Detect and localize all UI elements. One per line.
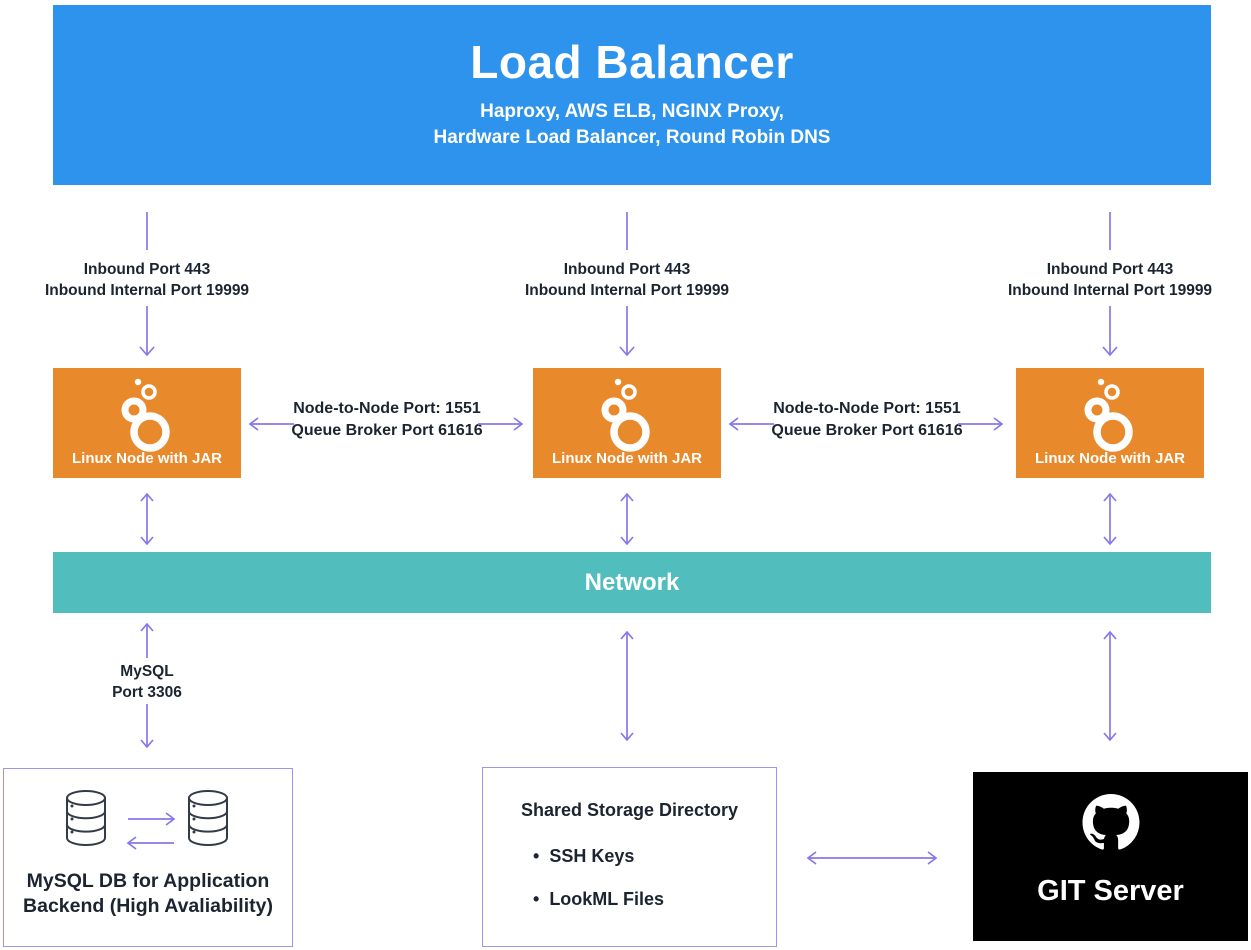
linux-node-box-2: Linux Node with JAR — [533, 368, 721, 478]
shared-storage-item-ssh-keys: SSH Keys — [533, 846, 634, 867]
mysql-db-box: MySQL DB for Application Backend (High A… — [3, 768, 293, 947]
linux-node-box-3: Linux Node with JAR — [1016, 368, 1204, 478]
lb-to-node2-arrow — [617, 306, 637, 358]
load-balancer-box: Load Balancer Haproxy, AWS ELB, NGINX Pr… — [53, 5, 1211, 185]
node-link-arrow-right-2 — [958, 416, 1004, 432]
database-cylinder-icon — [63, 789, 109, 854]
lb-to-node1-line — [139, 212, 155, 250]
node-link-arrow-right-1 — [478, 416, 524, 432]
node-link-label-1: Node-to-Node Port: 1551 Queue Broker Por… — [287, 398, 487, 441]
network-to-mysql-up-arrow — [137, 622, 157, 658]
shared-storage-box: Shared Storage Directory SSH Keys LookML… — [482, 767, 777, 947]
linux-node-label-1: Linux Node with JAR — [72, 450, 222, 467]
network-git-arrow — [1100, 630, 1120, 742]
load-balancer-subtitle: Haproxy, AWS ELB, NGINX Proxy, Hardware … — [53, 99, 1211, 150]
shared-storage-title: Shared Storage Directory — [520, 800, 739, 820]
db-sync-right-arrow — [126, 811, 176, 827]
node-link-label-2: Node-to-Node Port: 1551 Queue Broker Por… — [767, 398, 967, 441]
network-label: Network — [584, 568, 680, 596]
mysql-db-label: MySQL DB for Application Backend (High A… — [4, 869, 292, 920]
network-to-mysql-down-arrow — [137, 704, 157, 750]
looker-bubbles-icon — [597, 374, 657, 459]
inbound-ports-label-1-line1: Inbound Port 443 — [83, 261, 211, 278]
load-balancer-title: Load Balancer — [470, 36, 794, 88]
node1-network-arrow — [137, 492, 157, 546]
inbound-ports-label-2-line2: Inbound Internal Port 19999 — [524, 281, 730, 299]
mysql-port-label-line2: Port 3306 — [112, 683, 182, 701]
inbound-ports-label-1-line2: Inbound Internal Port 19999 — [44, 281, 250, 299]
node-link-arrow-left-2 — [728, 416, 774, 432]
storage-git-arrow — [806, 850, 938, 866]
git-server-box: GIT Server — [973, 772, 1248, 941]
node-link-label-2-line1: Node-to-Node Port: 1551 — [773, 400, 961, 417]
node-link-label-1-line2: Queue Broker Port 61616 — [291, 421, 483, 439]
inbound-ports-label-2-line1: Inbound Port 443 — [563, 261, 691, 278]
git-server-label: GIT Server — [1037, 875, 1184, 907]
looker-bubbles-icon — [1080, 374, 1140, 459]
looker-bubbles-icon — [117, 374, 177, 459]
db-sync-left-arrow — [126, 835, 176, 851]
mysql-db-label-line2: Backend (High Avaliability) — [23, 895, 273, 918]
lb-to-node3-arrow — [1100, 306, 1120, 358]
node3-network-arrow — [1100, 492, 1120, 546]
node-link-arrow-left-1 — [248, 416, 294, 432]
load-balancer-subtitle-line1: Haproxy, AWS ELB, NGINX Proxy, — [480, 101, 784, 122]
node-link-label-2-line2: Queue Broker Port 61616 — [771, 421, 963, 439]
database-cylinder-icon — [185, 789, 231, 854]
mysql-port-label-line1: MySQL — [120, 663, 174, 680]
load-balancer-subtitle-line2: Hardware Load Balancer, Round Robin DNS — [433, 126, 831, 148]
lb-to-node1-arrow — [137, 306, 157, 358]
shared-storage-item-lookml-files: LookML Files — [533, 889, 664, 910]
github-octocat-icon — [1082, 794, 1140, 856]
node2-network-arrow — [617, 492, 637, 546]
inbound-ports-label-3-line1: Inbound Port 443 — [1046, 261, 1174, 278]
mysql-port-label: MySQL Port 3306 — [67, 662, 227, 704]
linux-node-label-2: Linux Node with JAR — [552, 450, 702, 467]
inbound-ports-label-3: Inbound Port 443 Inbound Internal Port 1… — [980, 260, 1240, 302]
inbound-ports-label-1: Inbound Port 443 Inbound Internal Port 1… — [17, 260, 277, 302]
inbound-ports-label-2: Inbound Port 443 Inbound Internal Port 1… — [497, 260, 757, 302]
mysql-db-label-line1: MySQL DB for Application — [26, 870, 270, 892]
linux-node-box-1: Linux Node with JAR — [53, 368, 241, 478]
linux-node-label-3: Linux Node with JAR — [1035, 450, 1185, 467]
node-link-label-1-line1: Node-to-Node Port: 1551 — [293, 400, 481, 417]
network-bar: Network — [53, 552, 1211, 613]
network-storage-arrow — [617, 630, 637, 742]
lb-to-node3-line — [1102, 212, 1118, 250]
lb-to-node2-line — [619, 212, 635, 250]
inbound-ports-label-3-line2: Inbound Internal Port 19999 — [1007, 281, 1213, 299]
